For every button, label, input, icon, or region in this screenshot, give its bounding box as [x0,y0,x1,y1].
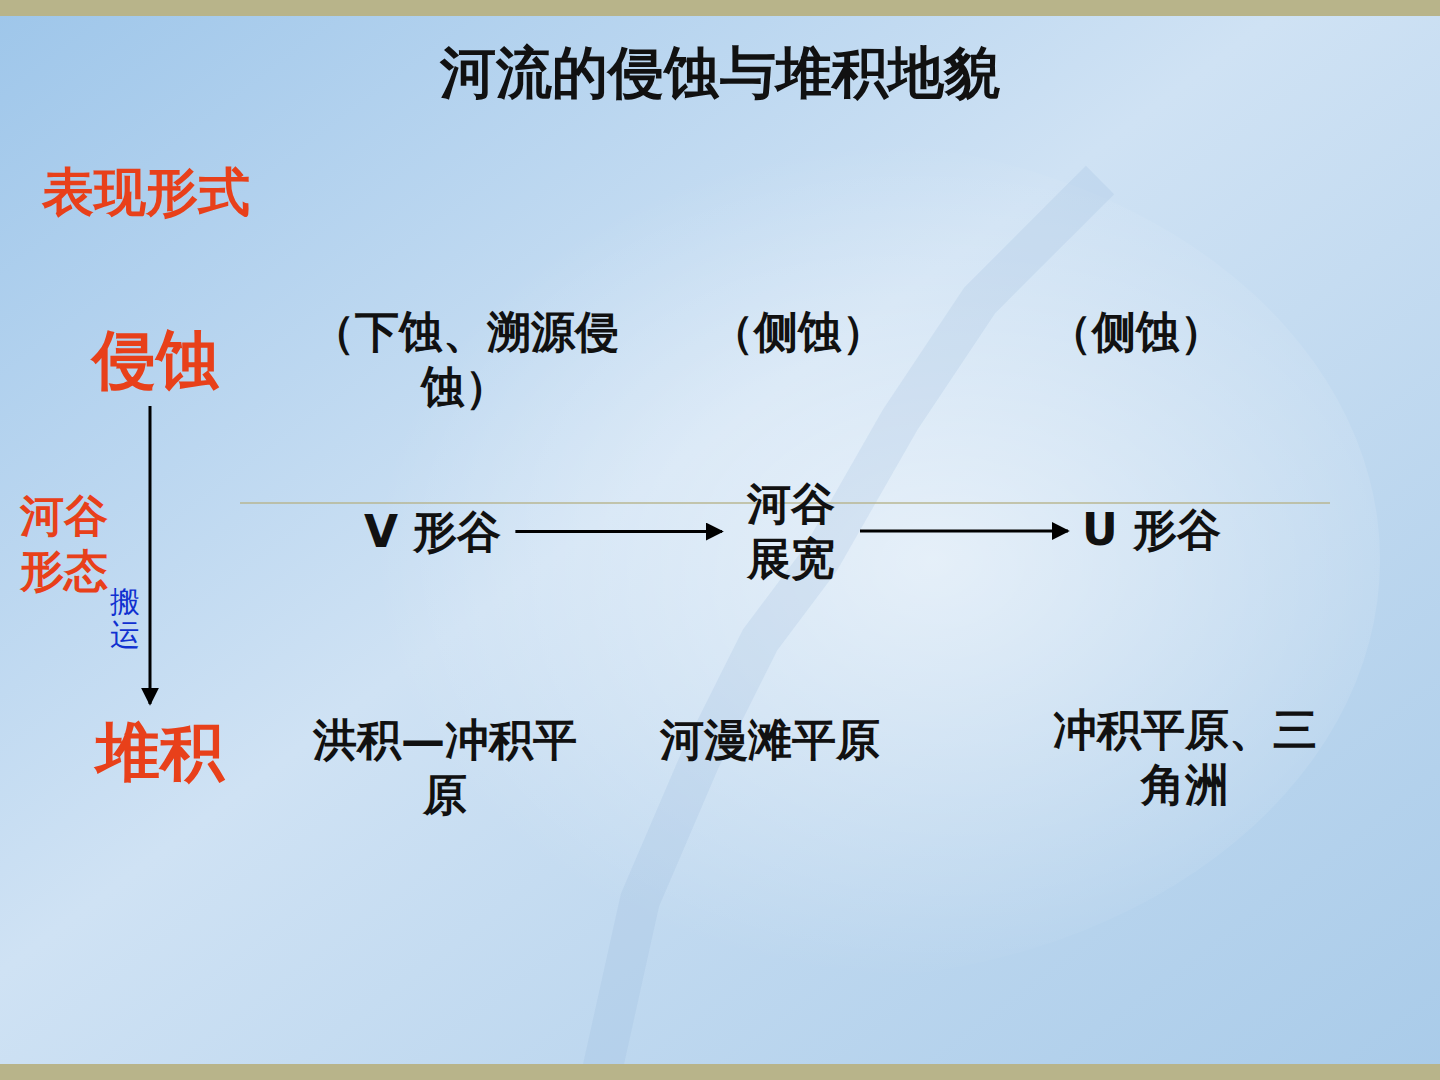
valley-form: 河谷 展宽 [732,474,850,588]
light-haze [260,140,1380,980]
top-bar [0,0,1440,16]
wall-silhouette [600,180,1100,1080]
node-text: 堆积 [96,712,224,792]
row-heading: 河谷形态 [18,488,110,598]
node-text: 河谷 展宽 [736,476,846,586]
erosion-note: （侧蚀） [1048,304,1224,359]
process-heading: 堆积 [92,710,228,794]
valley-form: V 形谷 [360,502,505,561]
process-heading: 侵蚀 [88,318,224,402]
erosion-note: （侧蚀） [710,304,886,359]
flow-arrow [149,406,152,704]
flow-arrow [860,530,1068,533]
landform-name: 冲积平原、三角洲 [1040,702,1330,812]
node-text: U 形谷 [1082,502,1221,557]
landform-name: 河漫滩平原 [660,712,880,767]
landform-name: 洪积—冲积平原 [300,712,590,822]
slide-title: 河流的侵蚀与堆积地貌 [0,36,1440,112]
valley-form: U 形谷 [1078,500,1225,559]
edge-label: 搬运 [110,585,140,651]
node-text: 侵蚀 [92,320,220,400]
section-heading: 表现形式 [42,160,250,225]
node-text: V 形谷 [364,504,501,559]
bottom-bar [0,1064,1440,1080]
flow-arrow [515,530,722,533]
erosion-note: （下蚀、溯源侵蚀） [300,304,630,414]
